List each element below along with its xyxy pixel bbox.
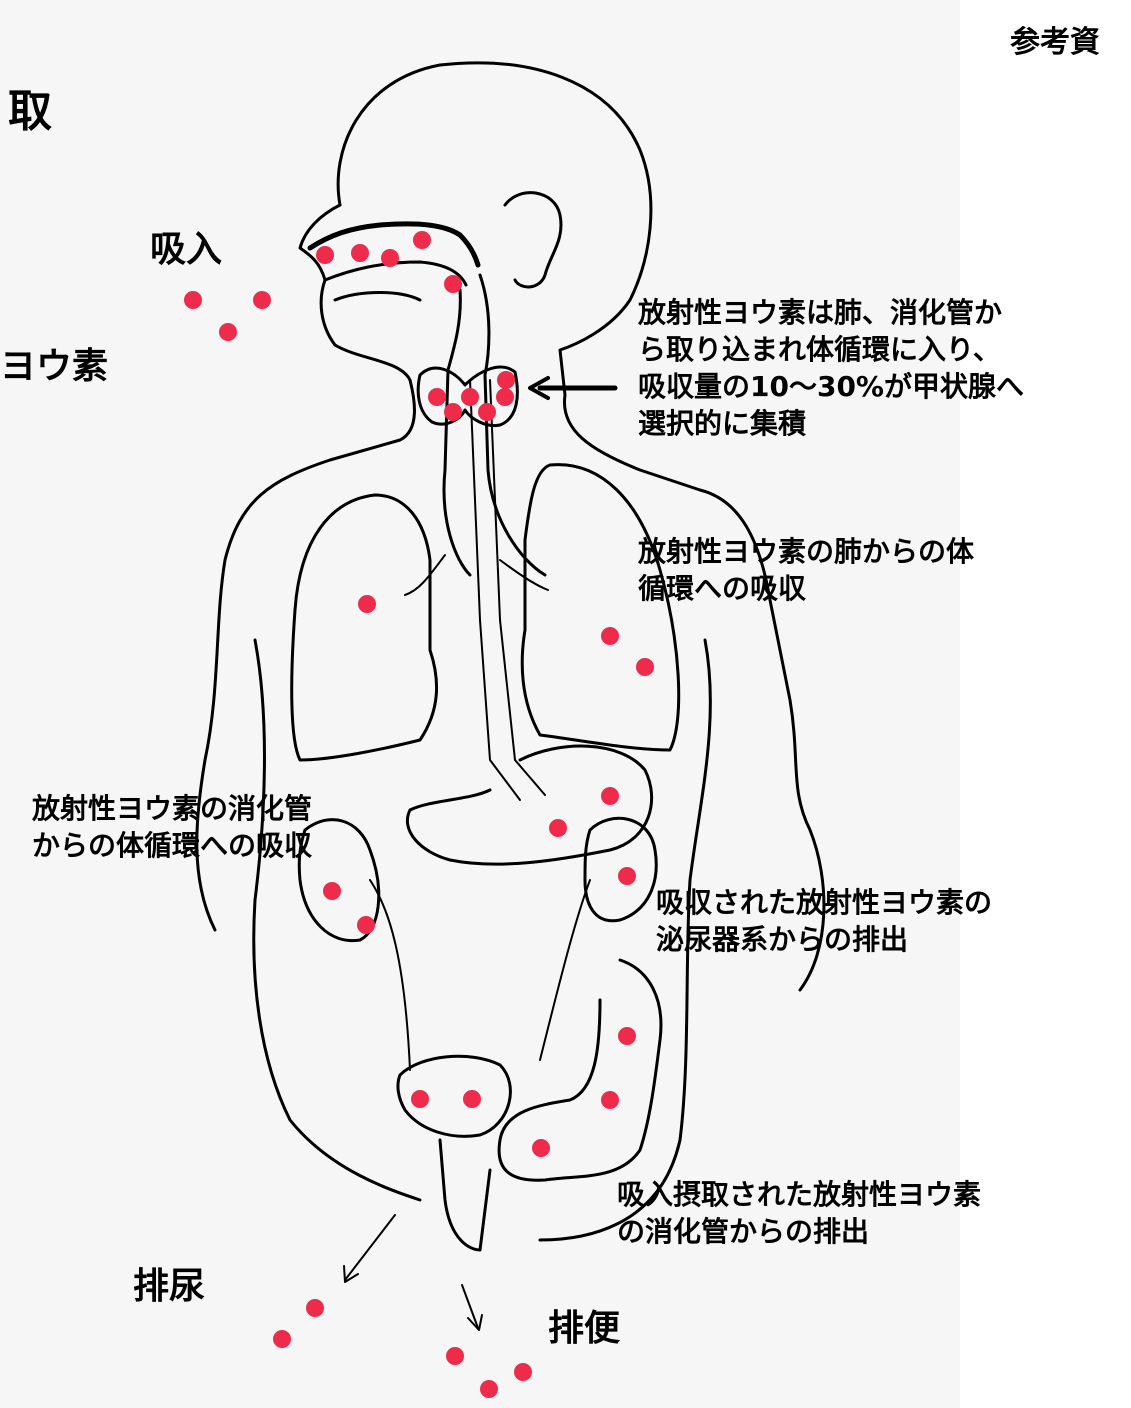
annotation-line: 循環への吸収 bbox=[638, 571, 974, 608]
torso-left bbox=[254, 640, 420, 1200]
particle-dot bbox=[478, 403, 496, 421]
particle-dot bbox=[323, 882, 341, 900]
stomach bbox=[407, 746, 651, 864]
particle-dot bbox=[618, 1027, 636, 1045]
iodine-title-fragment: ヨウ素 bbox=[0, 344, 108, 389]
intake-title-fragment: 取 bbox=[8, 84, 52, 139]
gi-excretion-annotation: 吸入摂取された放射性ヨウ素 の消化管からの排出 bbox=[617, 1177, 981, 1251]
particle-dot bbox=[351, 244, 369, 262]
particle-dot bbox=[273, 1330, 291, 1348]
particle-dot bbox=[601, 787, 619, 805]
particle-dot bbox=[532, 1139, 550, 1157]
particle-dot bbox=[358, 595, 376, 613]
particle-dot bbox=[413, 231, 431, 249]
particle-dot bbox=[316, 246, 334, 264]
particle-dot bbox=[549, 819, 567, 837]
particle-dot bbox=[219, 323, 237, 341]
colon bbox=[499, 960, 661, 1180]
jaw-line bbox=[335, 293, 420, 301]
particle-dot bbox=[601, 627, 619, 645]
annotation-line: 吸収された放射性ヨウ素の bbox=[656, 885, 992, 922]
particle-dot bbox=[497, 371, 515, 389]
esophagus-2 bbox=[490, 380, 545, 795]
ear bbox=[505, 193, 561, 287]
particle-dot bbox=[463, 1090, 481, 1108]
urine-arrow bbox=[345, 1215, 395, 1280]
ureter-left bbox=[370, 880, 410, 1070]
urinary-annotation: 吸収された放射性ヨウ素の 泌尿器系からの排出 bbox=[656, 885, 992, 959]
particle-dot bbox=[411, 1090, 429, 1108]
particle-dot bbox=[514, 1363, 532, 1381]
particle-dot bbox=[496, 388, 514, 406]
particle-dot bbox=[184, 291, 202, 309]
inhalation-label: 吸入 bbox=[150, 227, 222, 272]
urination-label: 排尿 bbox=[133, 1264, 205, 1309]
particle-dot bbox=[480, 1380, 498, 1398]
particle-dot bbox=[444, 275, 462, 293]
annotation-line: 吸収量の10〜30%が甲状腺へ bbox=[638, 369, 1024, 406]
defecation-label: 排便 bbox=[548, 1306, 620, 1351]
reference-label: 参考資 bbox=[1010, 24, 1100, 62]
annotation-line: 放射性ヨウ素は肺、消化管か bbox=[638, 295, 1024, 332]
lung-left bbox=[292, 495, 437, 760]
annotation-line: からの体循環への吸収 bbox=[32, 828, 312, 865]
thyroid-annotation: 放射性ヨウ素は肺、消化管か ら取り込まれ体循環に入り、 吸収量の10〜30%が甲… bbox=[638, 295, 1024, 443]
kidney-right bbox=[585, 818, 656, 920]
particle-dot bbox=[357, 916, 375, 934]
lung-annotation: 放射性ヨウ素の肺からの体 循環への吸収 bbox=[638, 534, 974, 608]
particle-dot bbox=[446, 1347, 464, 1365]
rectum bbox=[440, 1140, 490, 1250]
annotation-line: 放射性ヨウ素の肺からの体 bbox=[638, 534, 974, 571]
bronchi-left bbox=[405, 555, 445, 595]
particle-dot bbox=[636, 658, 654, 676]
annotation-line: の消化管からの排出 bbox=[617, 1214, 981, 1251]
particle-dot bbox=[444, 403, 462, 421]
annotation-line: ら取り込まれ体循環に入り、 bbox=[638, 332, 1024, 369]
head-outline bbox=[338, 63, 824, 990]
annotation-line: 放射性ヨウ素の消化管 bbox=[32, 791, 312, 828]
particle-dot bbox=[306, 1299, 324, 1317]
ureter-right bbox=[540, 880, 590, 1060]
particle-dot bbox=[428, 388, 446, 406]
particle-dot bbox=[618, 867, 636, 885]
particle-dot bbox=[253, 291, 271, 309]
annotation-line: 泌尿器系からの排出 bbox=[656, 922, 992, 959]
particle-dot bbox=[601, 1091, 619, 1109]
pharynx-left bbox=[444, 290, 470, 575]
annotation-line: 吸入摂取された放射性ヨウ素 bbox=[617, 1177, 981, 1214]
annotation-line: 選択的に集積 bbox=[638, 406, 1024, 443]
gi-absorption-annotation: 放射性ヨウ素の消化管 からの体循環への吸収 bbox=[32, 791, 312, 865]
particle-dot bbox=[461, 388, 479, 406]
particle-dot bbox=[381, 249, 399, 267]
